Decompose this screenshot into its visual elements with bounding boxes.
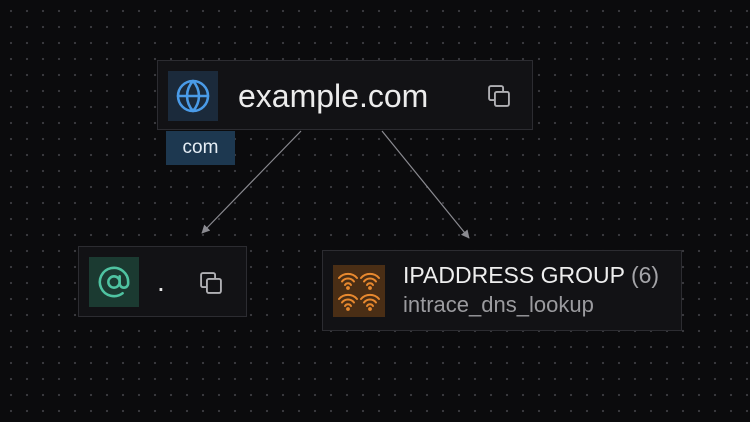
globe-icon (168, 71, 218, 121)
ip-group-count: (6) (630, 262, 660, 288)
ip-group-node[interactable]: IPADDRESS GROUP(6) intrace_dns_lookup (322, 250, 682, 331)
ip-group-title: IPADDRESS GROUP (403, 262, 625, 288)
edge-domain-to-ipgroup (381, 130, 470, 239)
email-node[interactable]: . (78, 246, 247, 317)
domain-node[interactable]: example.com (157, 60, 533, 130)
at-sign-icon (89, 257, 139, 307)
copy-icon[interactable] (196, 268, 226, 298)
email-label: . (157, 266, 165, 297)
copy-icon[interactable] (484, 81, 514, 111)
ip-group-subtitle: intrace_dns_lookup (403, 292, 594, 317)
edge-domain-to-email (201, 130, 302, 234)
domain-label: example.com (238, 78, 429, 114)
wifi-group-icon (333, 265, 385, 317)
ip-group-title-line: IPADDRESS GROUP(6) (403, 261, 659, 289)
tld-tag: com (166, 131, 235, 165)
